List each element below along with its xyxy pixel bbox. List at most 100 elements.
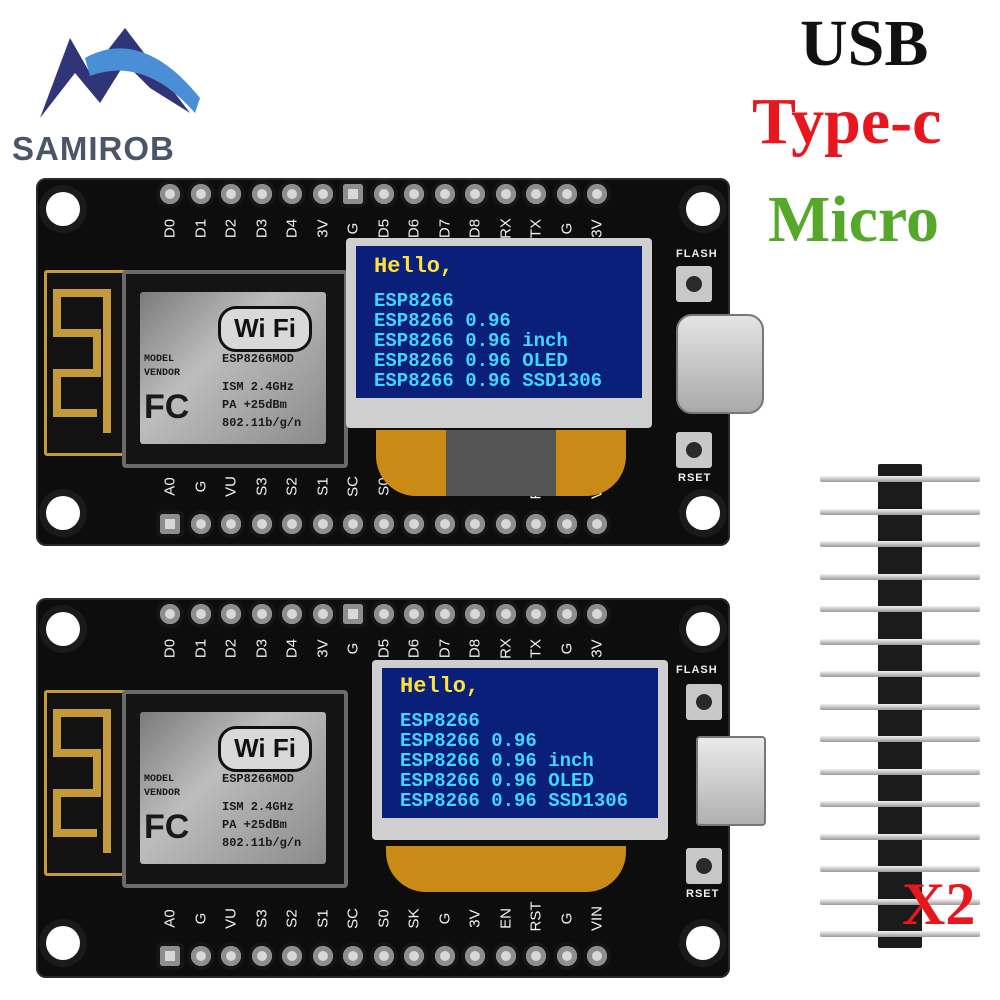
module-ism: ISM 2.4GHz bbox=[222, 800, 295, 814]
pin-label: G bbox=[192, 912, 209, 925]
header-pad bbox=[404, 946, 424, 966]
module-pa: PA +25dBm bbox=[222, 398, 287, 412]
header-pad bbox=[190, 946, 211, 966]
header-pad bbox=[404, 184, 424, 204]
pin-label: D8 bbox=[466, 638, 484, 659]
reset-label: RSET bbox=[678, 472, 712, 484]
header-pad bbox=[587, 514, 607, 534]
module-model-label: MODEL bbox=[144, 354, 175, 365]
header-pin bbox=[820, 736, 980, 742]
pin-label: D2 bbox=[222, 218, 240, 239]
header-pin bbox=[820, 573, 980, 580]
header-pin bbox=[820, 768, 980, 775]
pin-label: 3V bbox=[314, 219, 331, 238]
pin-label: VU bbox=[222, 476, 240, 497]
header-pad bbox=[190, 184, 211, 204]
oled-line: ESP8266 0.96 bbox=[400, 730, 537, 752]
module-ism: ISM 2.4GHz bbox=[222, 380, 295, 394]
header-pad bbox=[282, 184, 302, 204]
oled-line: Hello, bbox=[374, 254, 454, 279]
header-pad bbox=[495, 604, 516, 624]
fc-mark: FC bbox=[144, 388, 190, 426]
module-standard: 802.11b/g/n bbox=[222, 836, 302, 850]
header-pin bbox=[820, 898, 980, 905]
mount-hole bbox=[46, 496, 80, 530]
header-pad bbox=[251, 184, 272, 204]
pcb-antenna bbox=[44, 270, 128, 456]
pin-label: D3 bbox=[253, 638, 270, 659]
pin-label: D1 bbox=[192, 638, 209, 659]
header-pin bbox=[820, 606, 980, 612]
header-pad bbox=[160, 946, 180, 966]
header-pin bbox=[820, 703, 980, 710]
pin-label: G bbox=[558, 642, 575, 655]
header-pad bbox=[282, 946, 302, 966]
header-pad bbox=[282, 514, 302, 534]
header-pad bbox=[373, 184, 394, 204]
pin-label: 3V bbox=[466, 909, 484, 928]
pin-label: A0 bbox=[161, 909, 179, 928]
header-pad bbox=[434, 514, 455, 534]
oled-flex-cable bbox=[386, 846, 626, 892]
quantity-label: X2 bbox=[902, 871, 976, 937]
oled-line: Hello, bbox=[400, 674, 480, 699]
pin-label: D0 bbox=[161, 218, 179, 239]
pin-label: S3 bbox=[253, 477, 270, 496]
header-pin bbox=[820, 476, 980, 482]
reset-button[interactable] bbox=[676, 432, 712, 468]
header-pad bbox=[465, 514, 485, 534]
oled-screen: Hello, ESP8266 ESP8266 0.96 ESP8266 0.96… bbox=[356, 246, 642, 398]
oled-line: ESP8266 0.96 SSD1306 bbox=[400, 790, 629, 812]
oled-line: ESP8266 0.96 OLED bbox=[400, 770, 594, 792]
header-pad bbox=[526, 514, 546, 534]
module-model-label: MODEL bbox=[144, 774, 175, 785]
flash-button[interactable] bbox=[686, 684, 722, 720]
header-pad bbox=[221, 604, 241, 624]
header-pad bbox=[221, 946, 241, 966]
pin-label: D1 bbox=[192, 218, 209, 239]
pin-label: S3 bbox=[253, 909, 270, 928]
header-pad bbox=[190, 604, 211, 624]
header-pad bbox=[160, 514, 180, 534]
pin-label: SK bbox=[405, 908, 423, 929]
antenna-trace-icon bbox=[53, 289, 111, 433]
header-pad bbox=[556, 946, 577, 966]
header-pad bbox=[587, 946, 607, 966]
header-pad bbox=[282, 604, 302, 624]
header-pin bbox=[820, 541, 980, 547]
header-pad bbox=[434, 184, 455, 204]
header-pin bbox=[820, 866, 980, 872]
reset-button[interactable] bbox=[686, 848, 722, 884]
oled-flex-cable bbox=[376, 430, 626, 496]
header-pin bbox=[820, 508, 980, 515]
pin-label: TX bbox=[527, 638, 545, 659]
header-pad bbox=[404, 604, 424, 624]
mount-hole bbox=[686, 496, 720, 530]
header-pad bbox=[526, 946, 546, 966]
header-pad bbox=[373, 514, 394, 534]
pin-label: 3V bbox=[314, 639, 331, 658]
pin-label: S0 bbox=[375, 909, 392, 928]
header-pad bbox=[495, 184, 516, 204]
oled-screen: Hello, ESP8266 ESP8266 0.96 ESP8266 0.96… bbox=[382, 668, 658, 818]
header-pad bbox=[373, 604, 394, 624]
pin-label: D6 bbox=[405, 638, 423, 659]
header-pin bbox=[820, 931, 980, 937]
module-vendor-label: VENDOR bbox=[144, 368, 181, 379]
flash-button[interactable] bbox=[676, 266, 712, 302]
flash-label: FLASH bbox=[676, 664, 718, 676]
header-pad bbox=[587, 184, 607, 204]
header-pad bbox=[343, 514, 363, 534]
module-shield: Wi Fi ESP8266MOD MODEL VENDOR FC ISM 2.4… bbox=[140, 712, 326, 864]
oled-line: ESP8266 bbox=[374, 290, 454, 312]
heading-micro: Micro bbox=[768, 183, 940, 256]
pin-label: D7 bbox=[436, 638, 453, 659]
header-pad bbox=[495, 946, 516, 966]
header-pin bbox=[820, 801, 980, 807]
header-pad bbox=[556, 184, 577, 204]
mount-hole bbox=[686, 192, 720, 226]
